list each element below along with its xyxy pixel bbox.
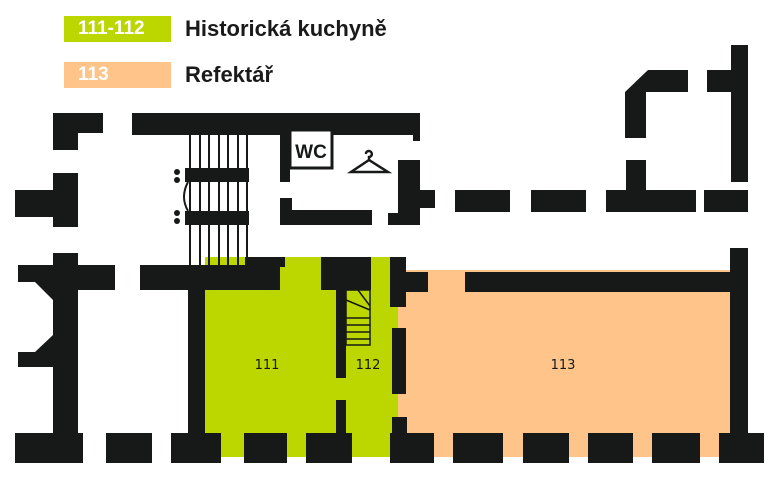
room-113-label: 113: [551, 358, 576, 373]
legend-label: Refektář: [185, 62, 274, 87]
stairs-icon: [345, 289, 371, 346]
room-113-fill[interactable]: [398, 270, 733, 457]
legend-item-historic-kitchen: 111-112 Historická kuchyně: [64, 16, 387, 42]
wc-label: WC: [295, 142, 327, 163]
legend-item-refectory: 113 Refektář: [64, 62, 273, 88]
room-111-fill[interactable]: [205, 257, 340, 457]
walls: [15, 45, 764, 463]
legend-label: Historická kuchyně: [185, 16, 387, 41]
legend-swatch: 113: [64, 62, 171, 88]
room-111-label: 111: [255, 358, 280, 373]
coat-hanger-icon: [346, 149, 393, 174]
legend-swatch: 111-112: [64, 16, 171, 42]
room-112-label: 112: [356, 358, 381, 373]
wc-sign: WC: [288, 128, 334, 170]
